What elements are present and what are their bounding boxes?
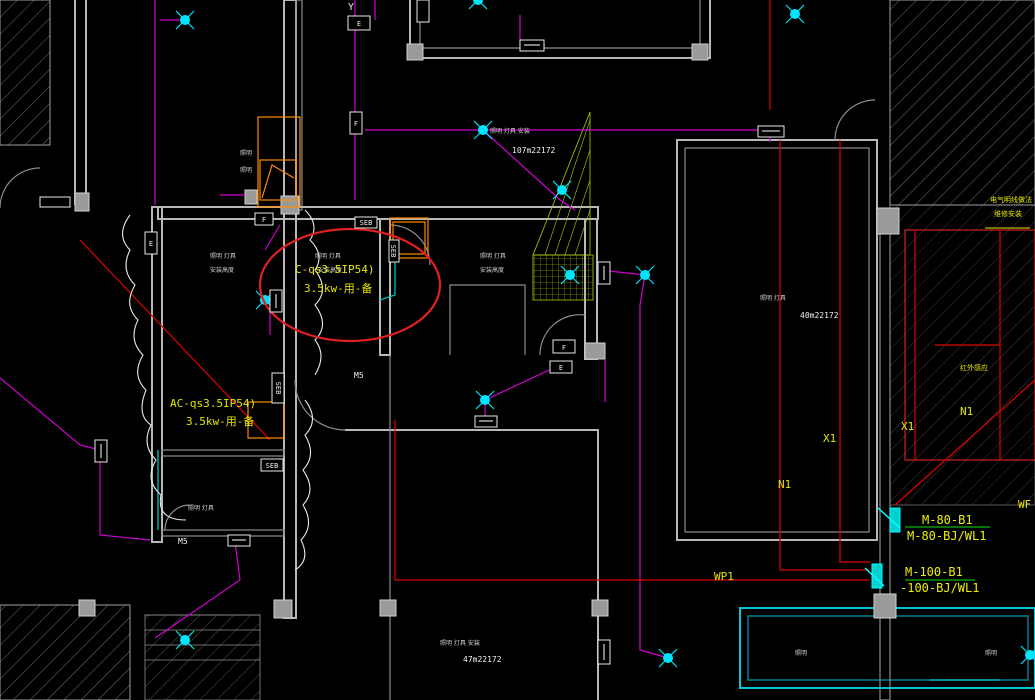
circuit-label-x1-mid: X1: [823, 432, 836, 445]
light-fixture-icon: [1020, 645, 1035, 665]
light-fixture-icon: [175, 630, 195, 650]
light-fixture-icon: [560, 265, 580, 285]
svg-text:F: F: [562, 344, 566, 352]
light-fixture-icon: [658, 648, 678, 668]
distribution-panels: [864, 227, 1030, 589]
svg-text:照明: 照明: [240, 150, 252, 157]
circuit-label-wp1: WP1: [714, 570, 734, 583]
light-fixture-icon: [635, 265, 655, 285]
svg-text:安装高度: 安装高度: [480, 266, 504, 274]
light-fixtures: [175, 0, 1035, 668]
panel-label-m80-b1: M-80-B1: [922, 513, 973, 527]
ac-cloud-label-2: 3.5kw-用-备: [304, 281, 372, 295]
circuit-label-n1-left: N1: [778, 478, 791, 491]
highlight-circle[interactable]: [258, 227, 442, 343]
svg-text:照明: 照明: [795, 650, 807, 657]
svg-text:照明 灯具: 照明 灯具: [315, 252, 341, 260]
device-box-seb-3[interactable]: SEB: [271, 372, 285, 404]
ac-cloud-label-1: C-qs3.5IP54): [295, 263, 374, 276]
device-box-f-2[interactable]: F: [552, 339, 576, 354]
circuit-label-n1-right: N1: [960, 405, 973, 418]
device-box-f-1[interactable]: F: [254, 212, 274, 226]
red-wiring: [79, 0, 1035, 581]
note-top-right-2: 维修安装: [994, 209, 1022, 218]
device-box-seb-1[interactable]: SEB: [354, 216, 378, 229]
device-box-seb-2[interactable]: SEB: [388, 239, 400, 263]
light-fixture-icon: [552, 180, 572, 200]
drawing-labels: C-qs3.5IP54) 3.5kw-用-备 AC-qs3.5IP54) 3.5…: [170, 2, 1032, 664]
svg-text:照明 灯具: 照明 灯具: [760, 294, 786, 302]
area-label-40: 40m22172: [800, 311, 839, 320]
svg-text:照明 灯具 安装: 照明 灯具 安装: [490, 127, 530, 135]
axis-mark-y: Y: [348, 2, 354, 13]
svg-text:安装高度: 安装高度: [210, 266, 234, 274]
door-label-m5-a: M5: [354, 371, 364, 380]
circuit-label-wf: WF: [1018, 498, 1031, 511]
light-fixture-icon: [785, 4, 805, 24]
circuit-label-x1-right: X1: [901, 420, 914, 433]
magenta-wiring: [0, 0, 771, 660]
area-label-107: 107m22172: [512, 146, 556, 155]
ac-left-label-2: 3.5kw-用-备: [186, 414, 254, 428]
revision-clouds: [121, 209, 324, 571]
ac-units: [247, 116, 429, 439]
note-top-right-1: 电气明线做法: [990, 195, 1032, 204]
svg-text:照明 灯具: 照明 灯具: [480, 252, 506, 260]
ac-left-label-1: AC-qs3.5IP54): [170, 397, 256, 410]
door-label-m5-b: M5: [178, 537, 188, 546]
light-fixture-icon: [175, 10, 195, 30]
note-right-room: 红外感应: [960, 363, 988, 372]
cyan-fixtures: [157, 260, 1000, 681]
svg-text:E: E: [357, 20, 361, 28]
panel-label-m100-bj: -100-BJ/WL1: [900, 581, 979, 595]
svg-text:照明: 照明: [240, 167, 252, 174]
svg-text:SEB: SEB: [360, 219, 373, 227]
device-box-seb-4[interactable]: SEB: [260, 458, 284, 472]
door-swings: [0, 99, 876, 531]
device-box-e-2[interactable]: E: [144, 231, 158, 255]
svg-text:照明: 照明: [985, 650, 997, 657]
light-fixture-icon: [473, 120, 493, 140]
panel-label-m100-b1: M-100-B1: [905, 565, 963, 579]
svg-text:F: F: [354, 120, 358, 128]
switch-symbols: [39, 0, 785, 665]
svg-text:SEB: SEB: [274, 382, 282, 395]
svg-text:F: F: [262, 216, 266, 224]
svg-text:SEB: SEB: [389, 245, 397, 258]
structural-columns: [74, 43, 900, 619]
device-box-e-3[interactable]: E: [549, 360, 573, 374]
svg-text:SEB: SEB: [266, 462, 279, 470]
staircase: [145, 111, 594, 661]
svg-text:照明 灯具: 照明 灯具: [210, 252, 236, 260]
svg-text:照明 灯具: 照明 灯具: [188, 504, 214, 512]
light-fixture-icon: [475, 390, 495, 410]
room-annotations: 照明 灯具 安装高度 照明 灯具 安装高度 照明 灯具 安装高度 照明 灯具 照…: [188, 127, 997, 657]
svg-text:E: E: [149, 240, 153, 248]
device-box-f-3[interactable]: F: [349, 111, 363, 135]
svg-text:E: E: [559, 364, 563, 372]
light-fixture-icon: [468, 0, 488, 10]
panel-label-m80-bj: M-80-BJ/WL1: [907, 529, 986, 543]
area-label-47: 47m22172: [463, 655, 502, 664]
svg-text:安装高度: 安装高度: [318, 266, 342, 274]
svg-text:照明 灯具 安装: 照明 灯具 安装: [440, 639, 480, 647]
device-box-e-1[interactable]: E: [347, 15, 371, 31]
